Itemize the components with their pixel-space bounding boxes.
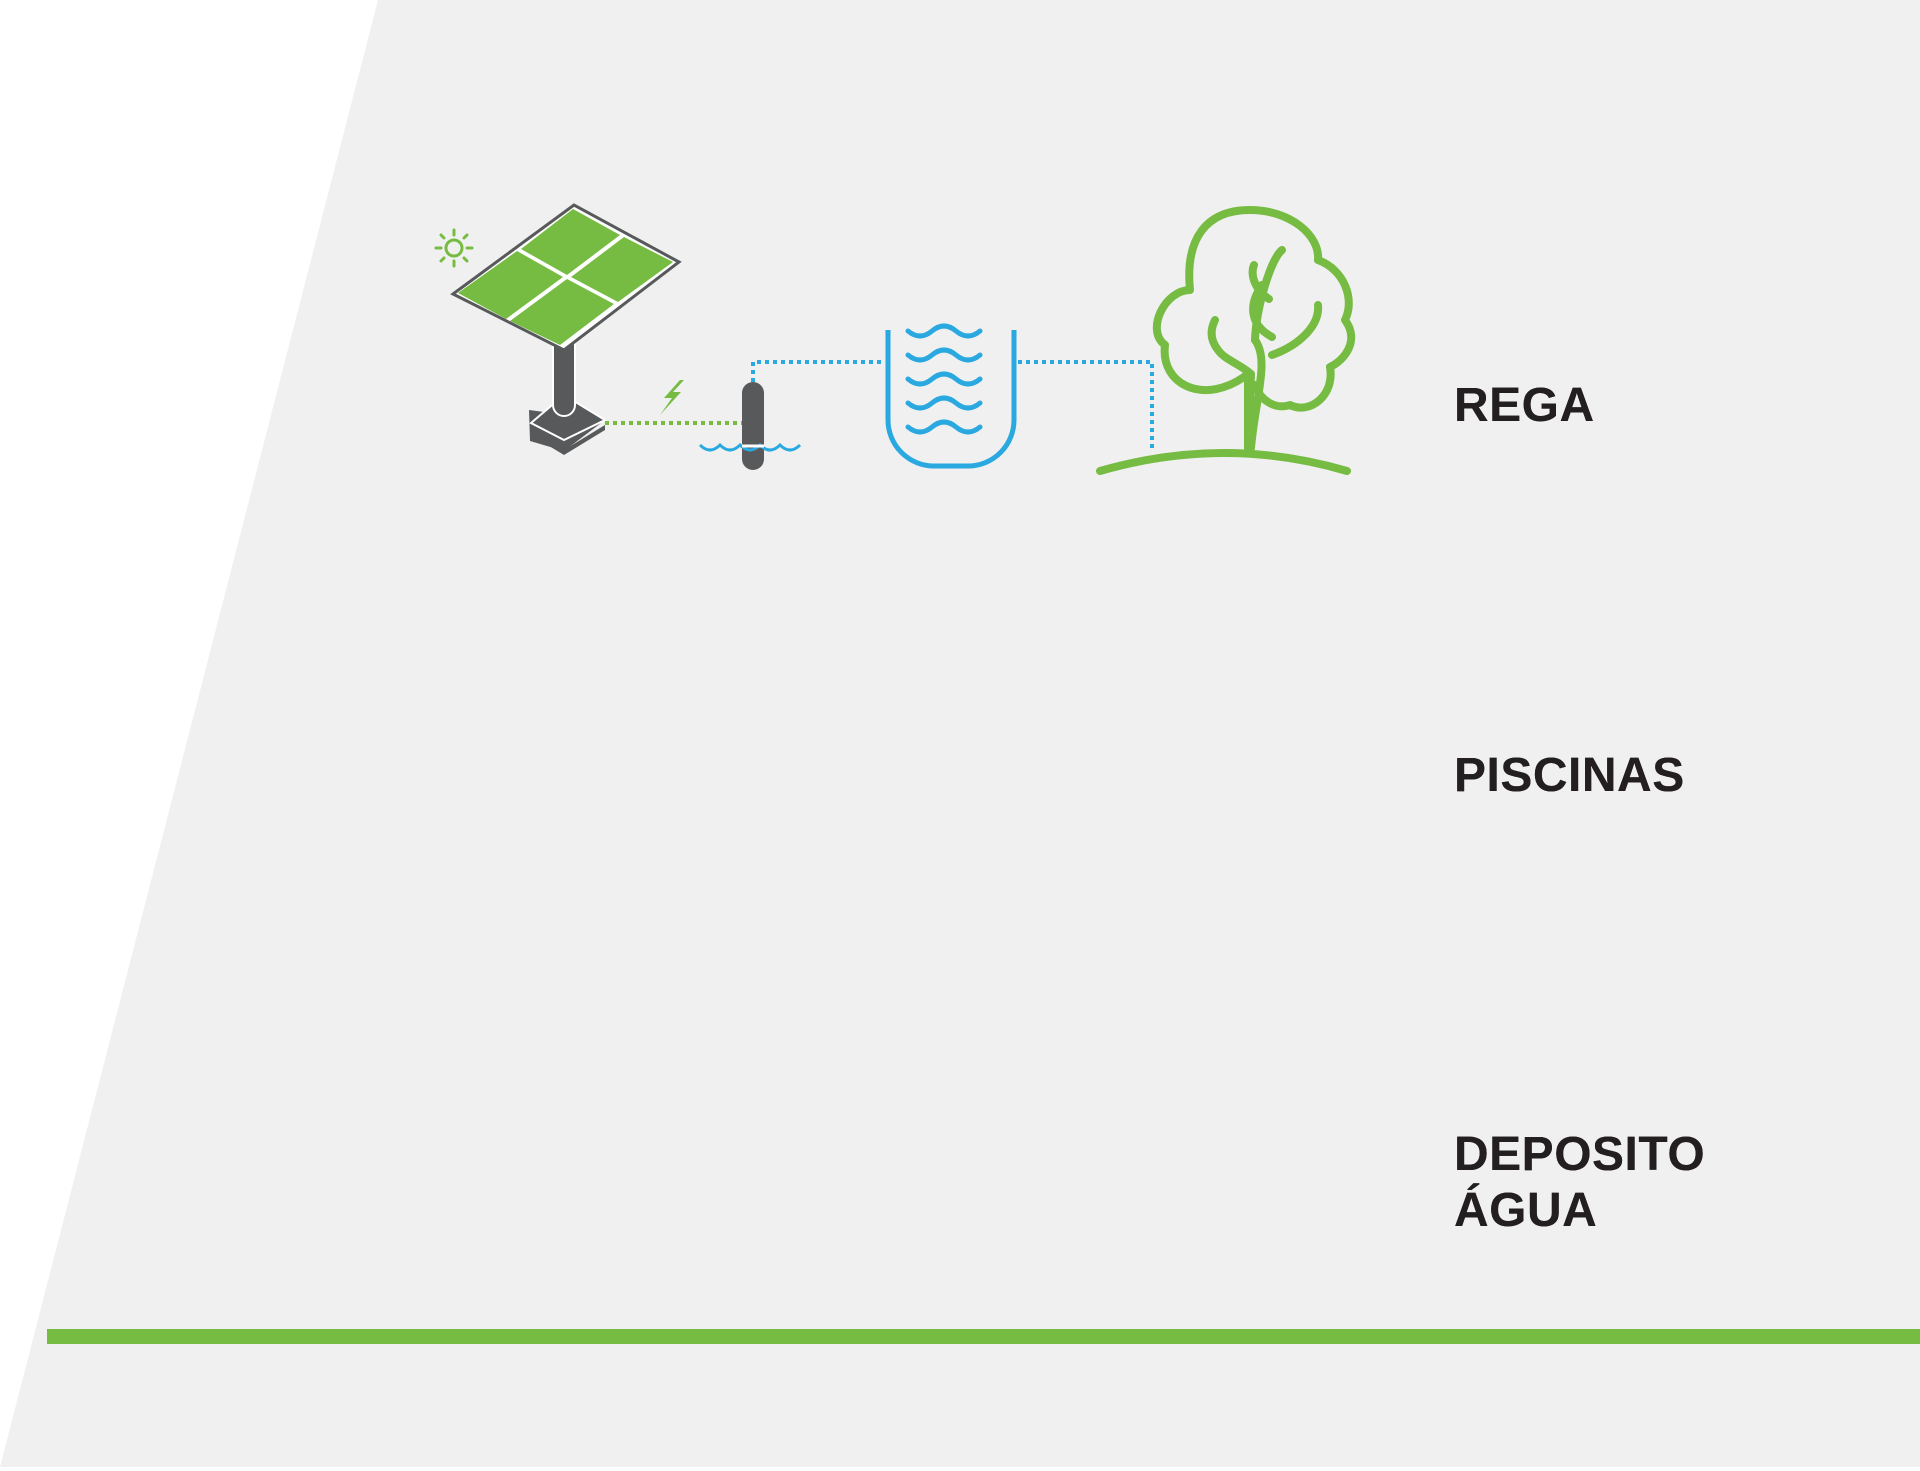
label-rega: REGA bbox=[1454, 378, 1595, 434]
label-piscinas: PISCINAS bbox=[1454, 748, 1685, 804]
row-label-line: ÁGUA bbox=[1454, 1184, 1598, 1237]
tree-icon bbox=[1096, 206, 1356, 475]
row-rega bbox=[434, 203, 1356, 475]
row-label-rega: REGA bbox=[1454, 378, 1595, 434]
green-baseline-bar bbox=[47, 1329, 1920, 1344]
label-deposito-agua: DEPOSITO ÁGUA bbox=[1454, 1127, 1705, 1239]
storage-tank-icon bbox=[885, 330, 1017, 469]
label-piscinas-text: PISCINAS bbox=[1454, 749, 1685, 802]
row-label-piscinas: PISCINAS bbox=[1454, 748, 1685, 804]
row-label-deposito: DEPOSITO ÁGUA bbox=[1454, 1127, 1705, 1239]
row-label-line: DEPOSITO bbox=[1454, 1128, 1706, 1181]
solar-pump-unit bbox=[434, 203, 802, 472]
row-label-line: REGA bbox=[1454, 379, 1595, 432]
label-rega-text: REGA bbox=[1454, 379, 1595, 432]
row-label-line: PISCINAS bbox=[1454, 749, 1685, 802]
label-agua-text: ÁGUA bbox=[1454, 1184, 1598, 1237]
pipe-tank-to-tree bbox=[1018, 360, 1154, 448]
label-deposito-text: DEPOSITO bbox=[1454, 1128, 1706, 1181]
tank-waves bbox=[905, 323, 983, 435]
pipe-pump-to-tank bbox=[751, 360, 884, 382]
